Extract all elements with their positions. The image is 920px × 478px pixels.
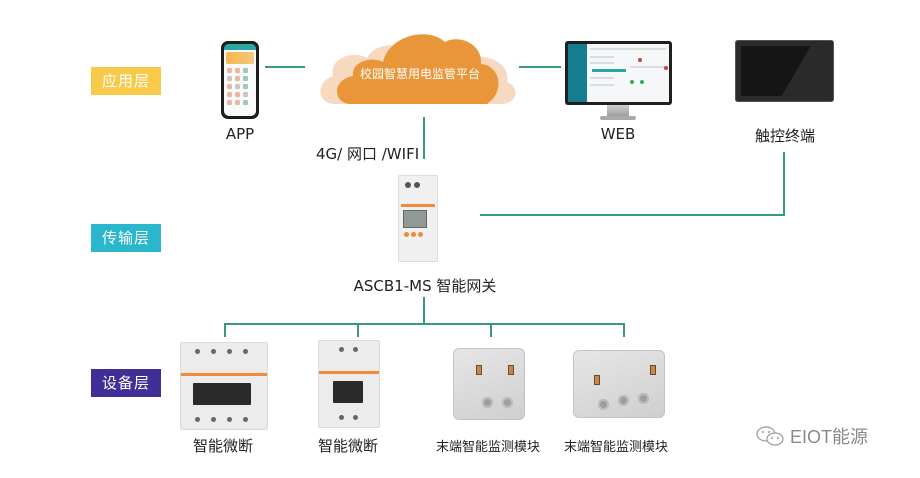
monitor-stand xyxy=(607,105,629,117)
device-label-1: 智能微断 xyxy=(192,437,253,455)
monitoring-module-3ch-icon xyxy=(573,350,665,418)
connector-gateway-touch-v xyxy=(783,152,785,216)
device-label-3: 末端智能监测模块 xyxy=(435,440,540,455)
watermark: EIOT能源 xyxy=(755,423,868,449)
touch-terminal-icon xyxy=(735,40,834,102)
smart-breaker-2p-icon xyxy=(318,340,380,428)
web-label: WEB xyxy=(600,125,636,143)
connector-app-cloud xyxy=(265,66,305,68)
device-label-2: 智能微断 xyxy=(317,437,378,455)
gateway-device-icon xyxy=(398,175,438,262)
bus-drop-2 xyxy=(357,323,359,337)
device-bus-line xyxy=(224,323,625,325)
monitoring-module-2ch-icon xyxy=(453,348,525,420)
layer-badge-device: 设备层 xyxy=(91,369,161,397)
connector-cloud-web xyxy=(519,66,561,68)
app-phone-icon xyxy=(221,41,259,119)
bus-drop-3 xyxy=(490,323,492,337)
watermark-text: EIOT能源 xyxy=(790,427,869,447)
cloud-platform-icon xyxy=(320,34,516,104)
platform-label: 校园智慧用电监管平台 xyxy=(359,67,480,81)
connector-gateway-bus xyxy=(423,297,425,325)
bus-drop-4 xyxy=(623,323,625,337)
gateway-label: ASCB1-MS 智能网关 xyxy=(353,277,497,295)
device-label-4: 末端智能监测模块 xyxy=(563,440,668,455)
layer-badge-application: 应用层 xyxy=(91,67,161,95)
connector-gateway-touch-h xyxy=(480,214,785,216)
monitor-base xyxy=(600,116,636,120)
connector-cloud-gateway xyxy=(423,117,425,159)
touch-terminal-label: 触控终端 xyxy=(754,127,815,145)
layer-badge-transmission: 传输层 xyxy=(91,224,161,252)
wechat-icon xyxy=(756,426,784,446)
smart-breaker-4p-icon xyxy=(180,342,268,430)
bus-drop-1 xyxy=(224,323,226,337)
web-monitor-icon xyxy=(565,41,672,105)
app-label: APP xyxy=(225,125,255,143)
link-protocol-label: 4G/ 网口 /WIFI xyxy=(316,145,420,163)
